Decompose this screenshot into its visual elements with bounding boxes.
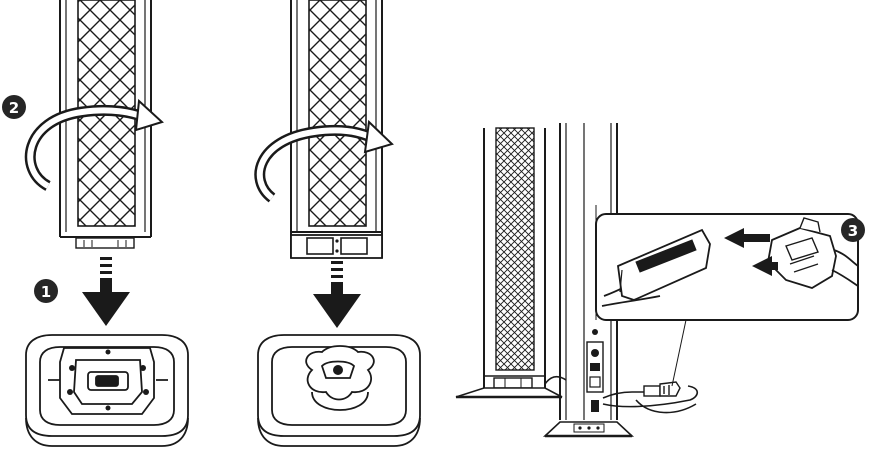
svg-text:2: 2 xyxy=(9,99,19,117)
rotate-arrow-middle xyxy=(254,119,394,203)
svg-text:1: 1 xyxy=(41,283,51,301)
front-speaker-back-view xyxy=(542,123,635,438)
small-plug xyxy=(643,381,681,397)
middle-base-plate xyxy=(257,334,421,447)
step-badge-2: 2 xyxy=(2,95,26,119)
svg-text:3: 3 xyxy=(848,222,858,240)
speaker-cables xyxy=(544,375,699,414)
step-badge-3: 3 xyxy=(841,218,865,242)
down-arrow-middle xyxy=(313,261,361,328)
down-arrow-left xyxy=(82,257,130,326)
rear-speaker xyxy=(455,127,563,399)
connector-zoom-callout xyxy=(595,205,859,387)
step-badge-1: 1 xyxy=(34,279,58,303)
rotate-arrow-left xyxy=(24,98,164,191)
middle-speaker-column xyxy=(290,0,383,259)
left-base-plate xyxy=(25,334,189,447)
